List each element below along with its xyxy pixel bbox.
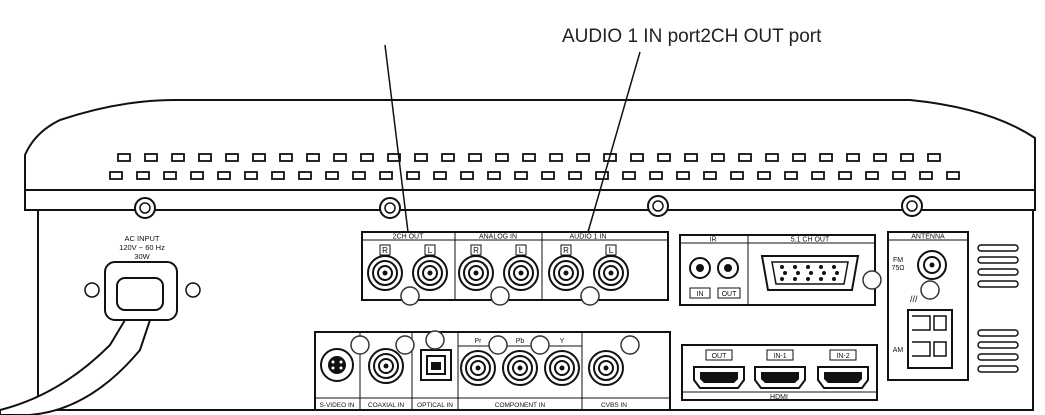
video-panel: Pr Pb Y S-VIDEO IN COAXIAL IN OPTICAL IN… xyxy=(314,330,671,411)
hdmi-in2-port xyxy=(817,366,869,389)
svg-text:Pr: Pr xyxy=(475,338,483,345)
svg-text:OUT: OUT xyxy=(722,291,738,298)
rca-jack-component-pr xyxy=(460,350,496,386)
svg-text:120V ~ 60 Hz: 120V ~ 60 Hz xyxy=(119,243,165,252)
channel-label-l: L xyxy=(519,246,524,255)
svg-text:Y: Y xyxy=(560,338,565,345)
rca-jack-cvbs-in xyxy=(588,350,624,386)
svg-text:OPTICAL IN: OPTICAL IN xyxy=(417,402,453,409)
hdmi-in1-port xyxy=(754,366,806,389)
svg-text:OUT: OUT xyxy=(712,353,728,360)
rca-jack-audio1-in-l xyxy=(593,255,629,291)
svg-text:S-VIDEO IN: S-VIDEO IN xyxy=(319,402,354,409)
label-2ch-out: 2CH OUT xyxy=(393,234,424,241)
screw-icon xyxy=(379,197,401,219)
rca-jack-analog-in-r xyxy=(458,255,494,291)
svg-text:IN: IN xyxy=(697,291,704,298)
svg-text:30W: 30W xyxy=(134,252,150,261)
svg-text:IN-2: IN-2 xyxy=(836,353,849,360)
hdmi-out-port xyxy=(693,366,745,389)
leader-line-2ch-out xyxy=(384,44,409,233)
rca-jack-component-y xyxy=(544,350,580,386)
power-cord xyxy=(0,319,152,415)
svg-text:COAXIAL IN: COAXIAL IN xyxy=(368,402,405,409)
rca-jack-component-pb xyxy=(502,350,538,386)
svg-text:5.1 CH OUT: 5.1 CH OUT xyxy=(791,237,830,244)
screw-icon xyxy=(647,195,669,217)
svg-text:///: /// xyxy=(910,294,918,304)
svg-text:COMPONENT IN: COMPONENT IN xyxy=(495,402,546,409)
screw-icon xyxy=(901,195,923,217)
audio-panel: 2CH OUT ANALOG IN AUDIO 1 IN R L R L R L xyxy=(361,231,669,306)
svg-text:HDMI: HDMI xyxy=(770,394,788,401)
svg-text:CVBS IN: CVBS IN xyxy=(601,402,627,409)
channel-label-r: R xyxy=(473,246,479,255)
device-top-shell xyxy=(24,99,1036,211)
rca-jack-analog-in-l xyxy=(503,255,539,291)
label-audio1-in: AUDIO 1 IN xyxy=(570,234,607,241)
channel-label-l: L xyxy=(609,246,614,255)
rca-jack-coaxial-in xyxy=(368,348,404,384)
screw-icon xyxy=(134,197,156,219)
antenna-panel: ANTENNA FM 75Ω /// AM xyxy=(887,231,1019,381)
leader-line-audio1-in xyxy=(587,51,641,233)
svg-text:IR: IR xyxy=(710,237,717,244)
svg-text:Pb: Pb xyxy=(516,338,525,345)
rca-jack-2ch-out-l xyxy=(412,255,448,291)
ir-panel: IR 5.1 CH OUT IN OUT xyxy=(679,234,882,306)
diagram-caption: AUDIO 1 IN port2CH OUT port xyxy=(562,26,822,47)
label-analog-in: ANALOG IN xyxy=(479,234,517,241)
channel-label-l: L xyxy=(428,246,433,255)
svg-text:IN-1: IN-1 xyxy=(773,353,786,360)
svg-text:AM: AM xyxy=(893,347,904,354)
svg-text:AC INPUT: AC INPUT xyxy=(124,234,159,243)
ac-input-section: AC INPUT 120V ~ 60 Hz 30W xyxy=(0,234,201,415)
rca-jack-audio1-in-r xyxy=(548,255,584,291)
channel-label-r: R xyxy=(563,246,569,255)
svg-text:75Ω: 75Ω xyxy=(891,265,904,272)
rca-jack-2ch-out-r xyxy=(367,255,403,291)
channel-label-r: R xyxy=(382,246,388,255)
hdmi-panel: HDMI OUT IN-1 IN-2 xyxy=(681,344,878,401)
svg-text:FM: FM xyxy=(893,257,903,264)
ventilation-slots xyxy=(109,153,960,180)
svg-text:ANTENNA: ANTENNA xyxy=(911,234,945,241)
